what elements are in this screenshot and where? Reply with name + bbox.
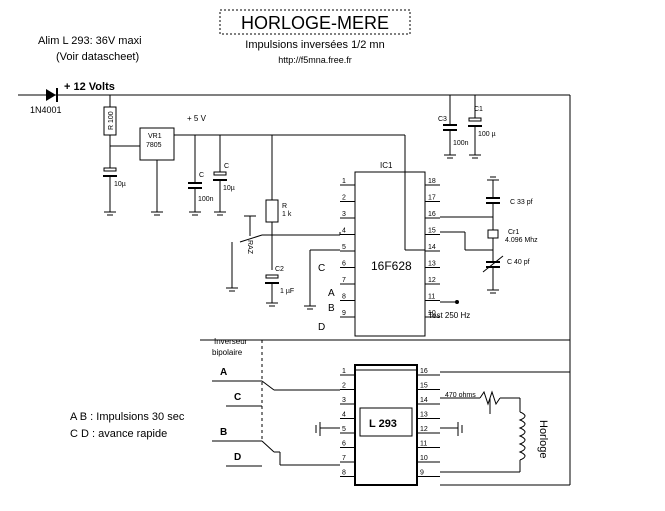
r1k-label: R bbox=[282, 203, 287, 210]
l293-pin-11-label: 11 bbox=[420, 441, 427, 448]
c10u-b-label: 10µ bbox=[223, 185, 235, 192]
l293-pin-5-label: 5 bbox=[342, 426, 346, 433]
xtal-label: 4.096 Mhz bbox=[505, 237, 538, 244]
c10u-a-label: 10µ bbox=[114, 181, 126, 188]
switch-a: A bbox=[220, 367, 227, 378]
regulator-vr1 bbox=[139, 127, 175, 161]
diode-1n4001 bbox=[46, 88, 58, 102]
ic1-pin-12-label: 12 bbox=[428, 277, 436, 284]
c33-label: C 33 pf bbox=[510, 199, 533, 206]
rail-label: + 12 Volts bbox=[64, 81, 115, 93]
c1-value: 100 µ bbox=[478, 131, 496, 138]
clock-coil bbox=[440, 398, 526, 473]
ic1-label-d: D bbox=[318, 322, 325, 333]
c3-value: 100n bbox=[453, 140, 469, 147]
l293-pin-2-label: 2 bbox=[342, 383, 346, 390]
raz-switch bbox=[239, 234, 263, 243]
title-frame bbox=[219, 9, 411, 35]
supply-note-1: Alim L 293: 36V maxi bbox=[38, 35, 142, 47]
c10u-b-c-label: C bbox=[224, 163, 229, 170]
subtitle: Impulsions inversées 1/2 mn bbox=[245, 39, 384, 51]
ic1-label-b: B bbox=[328, 303, 335, 314]
l293-name: L 293 bbox=[369, 418, 397, 430]
ic1-pin-17-label: 17 bbox=[428, 195, 436, 202]
supply-note-2: (Voir datascheet) bbox=[56, 51, 139, 63]
ic1-label-a: A bbox=[328, 288, 335, 299]
l293-pin-7-label: 7 bbox=[342, 455, 346, 462]
ic1-pin-5-label: 5 bbox=[342, 244, 346, 251]
l293-label-box bbox=[359, 407, 413, 437]
l293-pin-16-label: 16 bbox=[420, 368, 428, 375]
test-label: Test 250 Hz bbox=[428, 311, 470, 320]
ic1-pin-16-label: 16 bbox=[428, 211, 436, 218]
l293-pin-3-label: 3 bbox=[342, 397, 346, 404]
ic1-pin-8-label: 8 bbox=[342, 294, 346, 301]
c40-label: C 40 pf bbox=[507, 259, 530, 266]
l293-pin-1-label: 1 bbox=[342, 368, 346, 375]
resistor-r1k bbox=[265, 199, 279, 223]
switch-c: C bbox=[234, 392, 241, 403]
ic1-pin-7-label: 7 bbox=[342, 277, 346, 284]
c100n-c-label: C bbox=[199, 172, 204, 179]
l293-pin-14-label: 14 bbox=[420, 397, 428, 404]
r100-label: R 100 bbox=[108, 111, 115, 130]
c1-label: C1 bbox=[474, 106, 483, 113]
l293-pin-6-label: 6 bbox=[342, 441, 346, 448]
l293-pin-10-label: 10 bbox=[420, 455, 428, 462]
ic1-pin-9-label: 9 bbox=[342, 310, 346, 317]
r1k-value: 1 k bbox=[282, 211, 292, 218]
ic1-pin-13-label: 13 bbox=[428, 261, 436, 268]
diode-label: 1N4001 bbox=[30, 105, 62, 115]
url: http://f5mna.free.fr bbox=[278, 55, 352, 65]
switch-title-1: Inverseur bbox=[214, 337, 248, 346]
note-2: C D : avance rapide bbox=[70, 428, 167, 440]
cr1-label: Cr1 bbox=[508, 229, 519, 236]
title: HORLOGE-MERE bbox=[241, 13, 389, 33]
c2-value: 1 µF bbox=[280, 288, 294, 295]
c100n-label: 100n bbox=[198, 196, 214, 203]
ic1-pin-4-label: 4 bbox=[342, 228, 346, 235]
l293-pin-4-label: 4 bbox=[342, 412, 346, 419]
note-1: A B : Impulsions 30 sec bbox=[70, 411, 185, 423]
l293-pin-15-label: 15 bbox=[420, 383, 428, 390]
ic1-label-c: C bbox=[318, 263, 325, 274]
ic1-pin-1-label: 1 bbox=[342, 178, 346, 185]
c3-label: C3 bbox=[438, 116, 447, 123]
ic1-pin-2-label: 2 bbox=[342, 195, 346, 202]
ic1-body bbox=[354, 171, 426, 337]
switch-b: B bbox=[220, 427, 227, 438]
ic1-pin-18-label: 18 bbox=[428, 178, 436, 185]
ic1-pin-14-label: 14 bbox=[428, 244, 436, 251]
l293-pin-8-label: 8 bbox=[342, 470, 346, 477]
switch-title-2: bipolaire bbox=[212, 348, 243, 357]
ic1-pin-11-label: 11 bbox=[428, 294, 435, 301]
c2-label: C2 bbox=[275, 266, 284, 273]
ic1-pin-15-label: 15 bbox=[428, 228, 436, 235]
plus5-label: + 5 V bbox=[187, 114, 207, 123]
raz-label: RAZ bbox=[246, 240, 253, 255]
coil-label: Horloge bbox=[537, 420, 549, 459]
l293-pin-13-label: 13 bbox=[420, 412, 428, 419]
l293-pin-9-label: 9 bbox=[420, 470, 424, 477]
l293-pin-12-label: 12 bbox=[420, 426, 428, 433]
ic1-name: 16F628 bbox=[371, 259, 412, 273]
ic1-pin-6-label: 6 bbox=[342, 261, 346, 268]
cap-10u-a bbox=[103, 160, 117, 216]
ic1-ref: IC1 bbox=[380, 161, 393, 170]
switch-d: D bbox=[234, 452, 241, 463]
vr1-type: 7805 bbox=[146, 142, 162, 149]
crystal bbox=[487, 229, 499, 239]
vr1-label: VR1 bbox=[148, 133, 162, 140]
ohms-label: 470 ohms bbox=[445, 392, 476, 399]
ic1-pin-3-label: 3 bbox=[342, 211, 346, 218]
ic1-pin-10-label: 10 bbox=[428, 310, 436, 317]
